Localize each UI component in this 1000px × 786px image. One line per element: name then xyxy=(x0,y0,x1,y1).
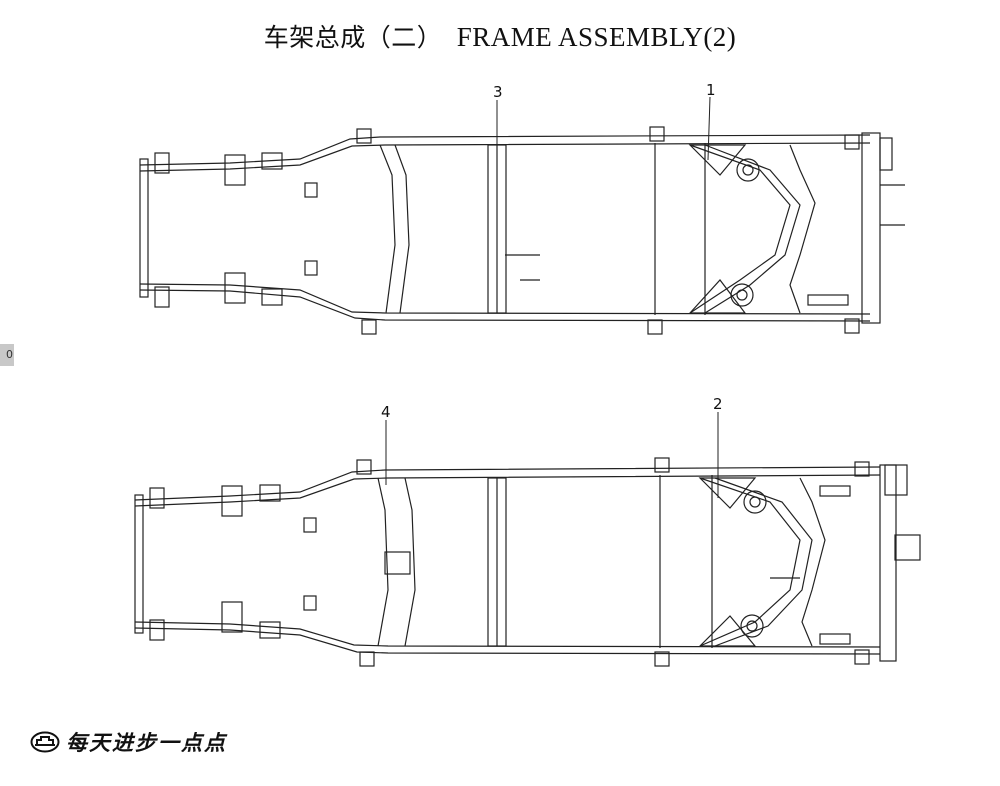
callout-3: 3 xyxy=(493,83,503,101)
frame-assembly-drawing-top: 3 1 xyxy=(139,81,905,335)
lower-side-rail xyxy=(139,289,871,322)
footer-slogan: 每天进步一点点 xyxy=(66,730,227,755)
cross-member-3 xyxy=(379,144,396,314)
callout-4: 4 xyxy=(381,403,391,421)
page-edge-tab: 0 xyxy=(0,344,14,366)
callout-1: 1 xyxy=(706,81,716,99)
rear-brace xyxy=(689,144,791,314)
upper-side-rail xyxy=(134,466,881,501)
title-spacer xyxy=(442,22,457,52)
title-chinese: 车架总成（二） xyxy=(263,23,443,52)
title-english: FRAME ASSEMBLY(2) xyxy=(456,22,737,52)
page-title: 车架总成（二） FRAME ASSEMBLY(2) xyxy=(0,18,1000,54)
great-wall-logo-icon xyxy=(30,731,60,753)
leader-line-1 xyxy=(707,96,711,161)
cross-member-4 xyxy=(377,477,389,647)
upper-side-rail xyxy=(139,134,871,166)
callout-2: 2 xyxy=(713,395,723,413)
lower-side-rail xyxy=(134,627,881,655)
footer-logo: 每天进步一点点 xyxy=(30,722,227,762)
frame-assembly-drawing-bottom: 4 2 xyxy=(134,395,921,667)
